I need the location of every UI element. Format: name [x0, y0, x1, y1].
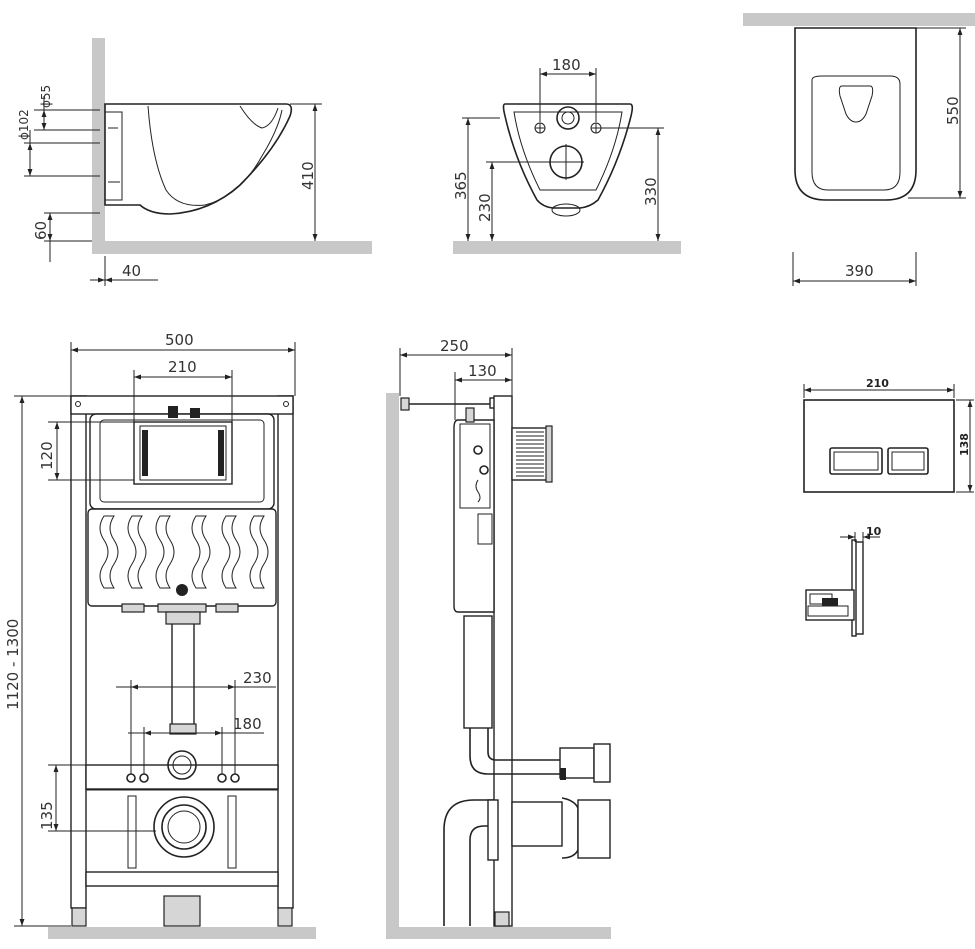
bowl-mount-rail [85, 764, 279, 790]
bowl-side-outline [104, 103, 293, 215]
flush-plate-front-view: 210 138 [803, 377, 974, 493]
floor-section [386, 927, 611, 939]
frame-top-rail [70, 395, 294, 415]
dim-w210: 210 [168, 358, 197, 376]
dim-h120: 120 [38, 441, 56, 470]
frame-front-view: 500 210 120 1120 - 1300 230 180 135 [4, 331, 316, 939]
bowl-top-outline [794, 27, 917, 201]
frame-side-view: 250 130 [386, 337, 611, 939]
dim-w180: 180 [233, 715, 262, 733]
dim-h410: 410 [299, 161, 317, 190]
flush-actuator-housing [511, 427, 549, 481]
flush-opening [133, 421, 233, 485]
dim-d102: ϕ102 [17, 109, 31, 140]
bowl-top-view: 550 390 [743, 13, 975, 286]
frame-foot-left [71, 907, 87, 927]
frame-upright-right [277, 395, 294, 909]
flush-button-right [887, 447, 929, 475]
frame-foot-right [277, 907, 293, 927]
dim-plate-h138: 138 [958, 433, 971, 456]
dim-w500: 500 [165, 331, 194, 349]
dim-w390: 390 [845, 262, 874, 280]
dim-w180: 180 [552, 56, 581, 74]
flush-plate-side-view: 10 [805, 525, 882, 637]
dim-d55: ϕ55 [39, 85, 53, 108]
cistern-ribs [99, 515, 269, 589]
flush-pipe-side [463, 615, 493, 729]
dim-h1120-1300: 1120 - 1300 [4, 619, 22, 710]
wall-section [386, 393, 399, 939]
dim-h330: 330 [642, 177, 660, 206]
floor-section [92, 241, 372, 254]
dim-w40: 40 [122, 262, 141, 280]
dim-h230: 230 [476, 193, 494, 222]
flush-actuator-side [805, 589, 855, 621]
dim-h60: 60 [32, 221, 50, 240]
floor-section [48, 927, 316, 939]
bottom-rail [85, 871, 279, 887]
bowl-side-view: ϕ55 ϕ102 410 60 40 [17, 38, 372, 286]
dim-h365: 365 [452, 171, 470, 200]
drain-outlet [153, 796, 215, 858]
dim-w230: 230 [243, 669, 272, 687]
dim-h135: 135 [38, 801, 56, 830]
cistern-side [453, 419, 495, 613]
floor-section [453, 241, 681, 254]
flush-button-left [829, 447, 883, 475]
dim-plate-w210: 210 [866, 377, 889, 390]
flush-pipe [171, 621, 195, 733]
dim-d130: 130 [468, 362, 497, 380]
dim-plate-t10: 10 [866, 525, 882, 538]
drain-outlet-side [577, 799, 611, 859]
wall-section [92, 38, 105, 253]
dim-d250: 250 [440, 337, 469, 355]
wall-section [743, 13, 975, 26]
bowl-rear-view: 180 365 230 330 [452, 56, 681, 254]
dim-l550: 550 [944, 96, 962, 125]
bowl-rear-outline [502, 103, 634, 209]
drain-pipe-side [511, 801, 563, 847]
support-post [163, 895, 201, 927]
flush-plate [803, 399, 955, 493]
